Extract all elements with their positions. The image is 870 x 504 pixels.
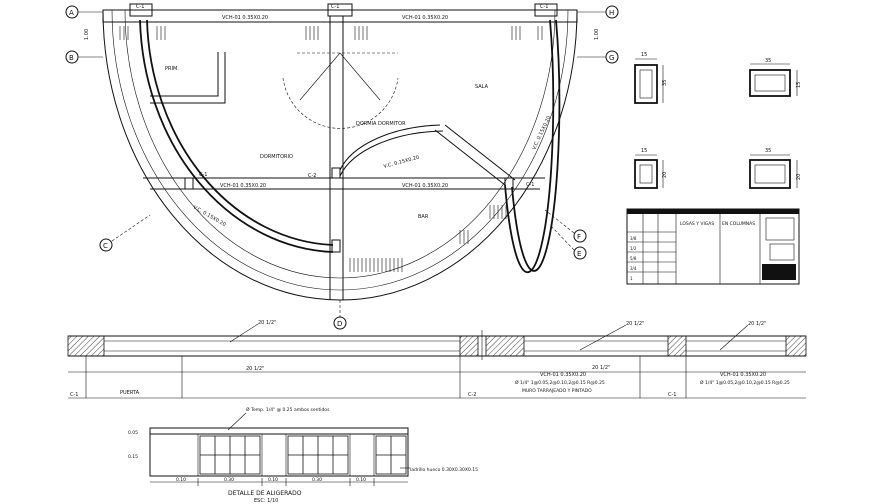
spec-table: LOSAS Y VIGAS EN COLUMNAS 3/8 1/2 5/8 3/… — [626, 208, 800, 285]
section-1-height: 35 — [662, 80, 668, 86]
detail-h1: 0.05 — [128, 430, 138, 436]
room-label-1: PRIM. — [165, 66, 179, 72]
detail-title: DETALLE DE ALIGERADO — [228, 490, 302, 497]
detail-d4: 0.30 — [312, 477, 322, 483]
col-label-1: C-1 — [136, 4, 144, 10]
col-label-4: C-1 — [199, 172, 207, 178]
col-label-3: C-1 — [540, 4, 548, 10]
elev-col-left: C-1 — [70, 392, 78, 398]
elev-dim-5: 20 1/2" — [748, 321, 766, 327]
section-1-width: 15 — [641, 52, 647, 58]
col-label-5: C-2 — [308, 173, 316, 179]
room-label-5: BAR — [418, 214, 429, 220]
dim-ab: 1.00 — [84, 29, 90, 40]
elev-col-right: C-1 — [668, 392, 676, 398]
table-row-1: 3/8 — [630, 236, 637, 241]
brick-blocks — [199, 435, 407, 475]
beam-label-mid-left: VCH-01 0.35X0.20 — [220, 183, 266, 189]
axis-g: G — [609, 54, 614, 62]
detail-temp-note: Ø Temp. 1/4" @ 0.25 ambos sentidos — [246, 406, 330, 413]
elev-dim-3: 20 1/2" — [626, 321, 644, 327]
elev-dim-2: 20 1/2" — [246, 366, 264, 372]
axis-d: D — [337, 320, 342, 328]
col-label-2: C-1 — [331, 4, 339, 10]
table-header-1: LOSAS Y VIGAS — [680, 221, 714, 227]
rebar-ticks-top — [119, 26, 543, 272]
elev-rebar-2: Ø 1/4" 1@0.05,2@0.10,2@0.15 R@0.25 — [700, 379, 790, 386]
axis-c: C — [103, 242, 108, 250]
table-row-5: 1 — [630, 276, 633, 281]
elev-puerta: PUERTA — [120, 390, 140, 396]
axis-b: B — [69, 54, 74, 62]
elev-wall-note: MURO TARRAJEADO Y PINTADO — [522, 388, 592, 394]
table-row-3: 5/8 — [630, 256, 637, 261]
elev-col-mid: C-2 — [468, 392, 476, 398]
detail-d2: 0.30 — [224, 477, 234, 483]
detail-brick-note: ladrillo hueco 0.30X0.30X0.15 — [410, 467, 478, 473]
beam-label-arc-mid: V.C. 0.15X0.20 — [383, 155, 420, 170]
detail-d3: 0.10 — [268, 477, 278, 483]
axis-a: A — [69, 9, 74, 17]
table-row-4: 3/4 — [630, 266, 637, 271]
beam-label-top-right: VCH-01 0.35X0.20 — [402, 15, 448, 21]
slab-detail: 0.10 0.30 0.10 0.30 0.10 0.05 0.15 Ø Tem… — [128, 406, 478, 504]
table-row-2: 1/2 — [630, 246, 637, 251]
room-label-3: DORMITORIO — [260, 154, 293, 160]
detail-d1: 0.10 — [176, 477, 186, 483]
elev-dim-4: 20 1/2" — [592, 365, 610, 371]
section-3-width: 15 — [641, 148, 647, 154]
floor-plan: VCH-01 0.35X0.20 VCH-01 0.35X0.20 VCH-01… — [102, 3, 578, 301]
col-label-6: C-1 — [526, 182, 534, 188]
section-2-height: 15 — [796, 82, 802, 88]
section-3-height: 20 — [662, 172, 668, 178]
elev-beam-label-2: VCH-01 0.35X0.20 — [720, 372, 766, 378]
beam-sections: 15 35 35 15 15 20 35 20 — [634, 52, 802, 189]
section-4-height: 20 — [796, 174, 802, 180]
section-4-width: 35 — [765, 148, 771, 154]
room-label-2: SALA — [475, 84, 489, 90]
section-2-width: 35 — [765, 58, 771, 64]
detail-scale: ESC: 1/10 — [254, 498, 278, 504]
beam-label-arc-left: V.C. 0.15X0.20 — [192, 205, 227, 229]
axis-f: F — [577, 233, 581, 241]
elev-beam-label: VCH-01 0.35X0.20 — [540, 372, 586, 378]
elevation: 20 1/2" 20 1/2" 20 1/2" 20 1/2" 20 1/2" … — [67, 320, 807, 399]
beam-label-mid-right: VCH-01 0.35X0.20 — [402, 183, 448, 189]
detail-d5: 0.10 — [356, 477, 366, 483]
axis-e: E — [577, 250, 581, 258]
elev-dim-1: 20 1/2" — [258, 320, 276, 326]
axis-markers: A B 1.00 H G 1.00 C F E D — [65, 5, 619, 330]
table-header-2: EN COLUMNAS — [722, 221, 755, 227]
beam-label-top-left: VCH-01 0.35X0.20 — [222, 15, 268, 21]
axis-h: H — [609, 9, 614, 17]
dim-gh: 1.00 — [594, 29, 600, 40]
detail-h2: 0.15 — [128, 454, 138, 460]
elev-rebar-1: Ø 1/4" 1@0.05,2@0.10,2@0.15 R@0.25 — [515, 379, 605, 386]
room-label-4: DORMIA DORMITOR — [356, 121, 406, 127]
